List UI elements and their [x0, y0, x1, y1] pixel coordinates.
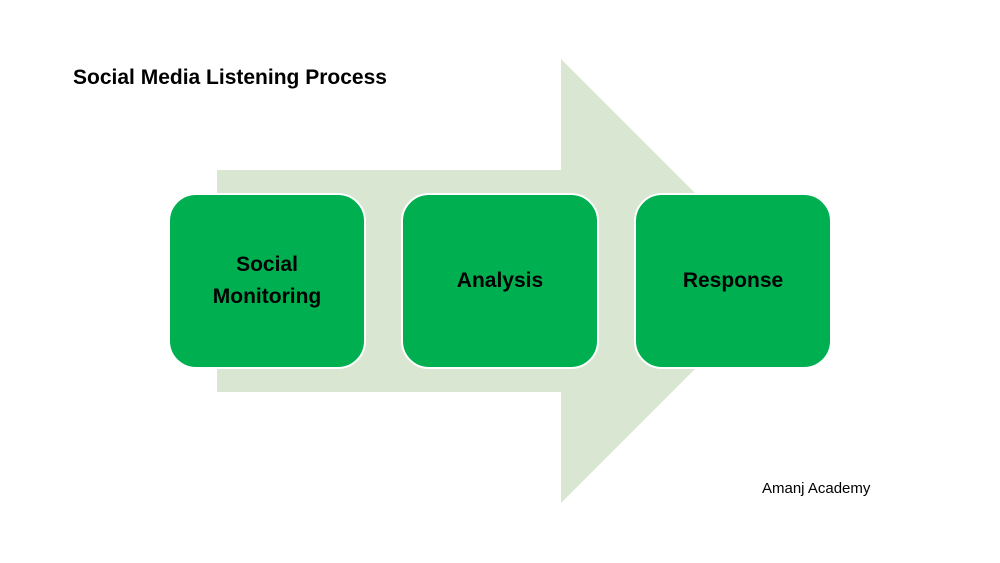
credit-text: Amanj Academy [762, 480, 871, 497]
step-label: Analysis [456, 269, 544, 292]
step-label: Social Monitoring [212, 253, 322, 308]
diagram-title: Social Media Listening Process [73, 66, 387, 89]
step-response: Response [634, 193, 832, 369]
step-social-monitoring: Social Monitoring [168, 193, 366, 369]
step-analysis: Analysis [401, 193, 599, 369]
step-label: Response [682, 269, 784, 292]
